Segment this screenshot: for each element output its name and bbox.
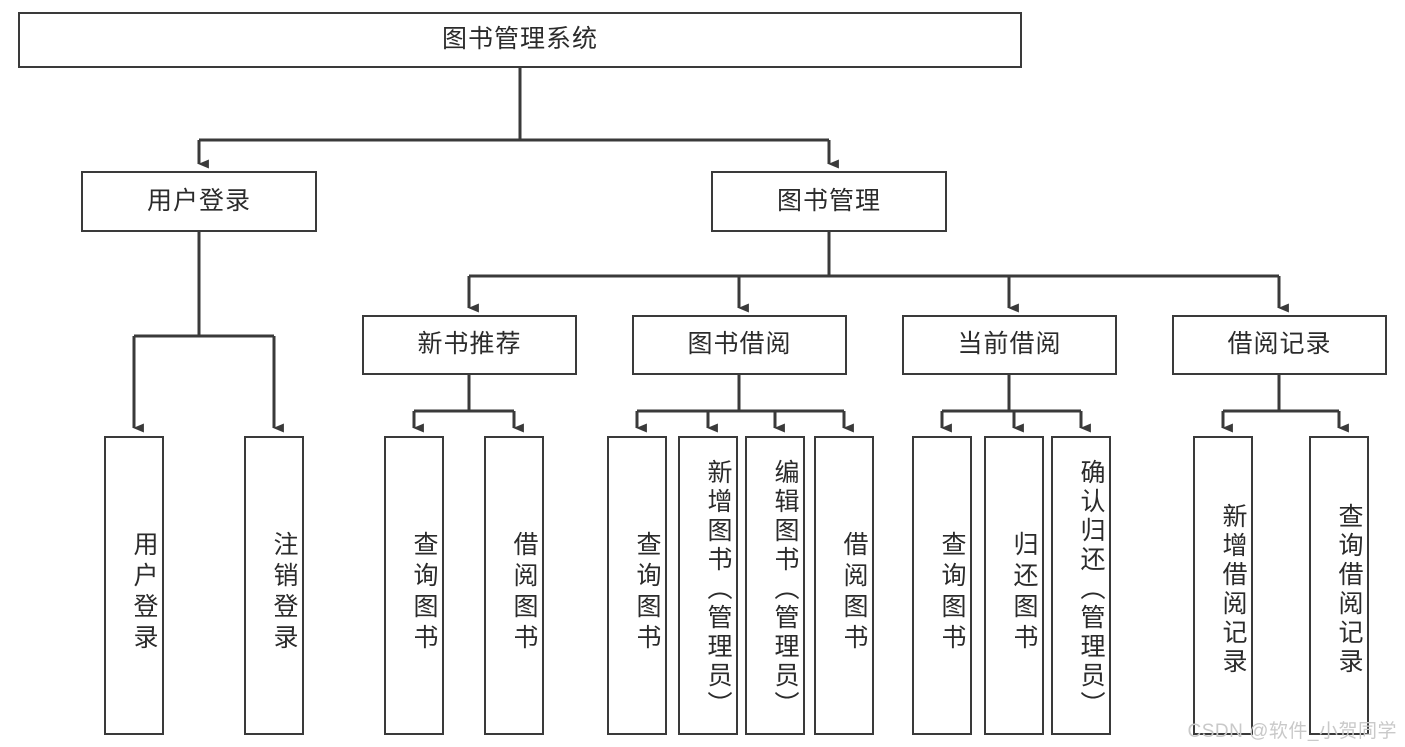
leaf-borrow-book-recommend[interactable]: 借阅图书 [484, 436, 544, 735]
node-label: 图书借阅 [687, 330, 792, 359]
node-label: 查询图书 [938, 530, 966, 655]
leaf-user-login[interactable]: 用户登录 [104, 436, 164, 735]
node-label: 注销登录 [270, 530, 298, 655]
node-root[interactable]: 图书管理系统 [18, 12, 1022, 68]
node-borrow-record[interactable]: 借阅记录 [1172, 315, 1387, 375]
node-label: 新增借阅记录 [1219, 502, 1247, 677]
leaf-return-book[interactable]: 归还图书 [984, 436, 1044, 735]
leaf-borrow-book[interactable]: 借阅图书 [814, 436, 874, 735]
node-label: 用户登录 [130, 530, 158, 655]
leaf-add-book-admin[interactable]: 新增图书（管理员） [678, 436, 738, 735]
node-label: 借阅图书 [840, 530, 868, 655]
node-label: 新书推荐 [417, 330, 522, 359]
node-label: 查询图书 [410, 530, 438, 655]
leaf-query-book-recommend[interactable]: 查询图书 [384, 436, 444, 735]
watermark-text: CSDN @软件_小贺同学 [1187, 721, 1397, 742]
node-label: 确认归还（管理员） [1077, 459, 1105, 720]
node-label: 查询借阅记录 [1335, 502, 1363, 677]
node-new-book-recommend[interactable]: 新书推荐 [362, 315, 577, 375]
node-book-borrow[interactable]: 图书借阅 [632, 315, 847, 375]
node-book-management[interactable]: 图书管理 [711, 171, 947, 232]
node-label: 图书管理 [776, 186, 881, 215]
node-label: 编辑图书（管理员） [771, 459, 799, 720]
node-user-login[interactable]: 用户登录 [81, 171, 317, 232]
leaf-user-logout[interactable]: 注销登录 [244, 436, 304, 735]
leaf-confirm-return-admin[interactable]: 确认归还（管理员） [1051, 436, 1111, 735]
node-label: 新增图书（管理员） [704, 459, 732, 720]
node-label: 借阅记录 [1227, 330, 1332, 359]
node-label: 借阅图书 [510, 530, 538, 655]
leaf-query-book-current[interactable]: 查询图书 [912, 436, 972, 735]
node-label: 用户登录 [146, 186, 251, 215]
node-current-borrow[interactable]: 当前借阅 [902, 315, 1117, 375]
node-label: 当前借阅 [957, 330, 1062, 359]
node-label: 归还图书 [1010, 530, 1038, 655]
leaf-query-book-borrow[interactable]: 查询图书 [607, 436, 667, 735]
node-label: 查询图书 [633, 530, 661, 655]
leaf-query-borrow-record[interactable]: 查询借阅记录 [1309, 436, 1369, 735]
leaf-add-borrow-record[interactable]: 新增借阅记录 [1193, 436, 1253, 735]
node-label: 图书管理系统 [441, 25, 598, 54]
leaf-edit-book-admin[interactable]: 编辑图书（管理员） [745, 436, 805, 735]
